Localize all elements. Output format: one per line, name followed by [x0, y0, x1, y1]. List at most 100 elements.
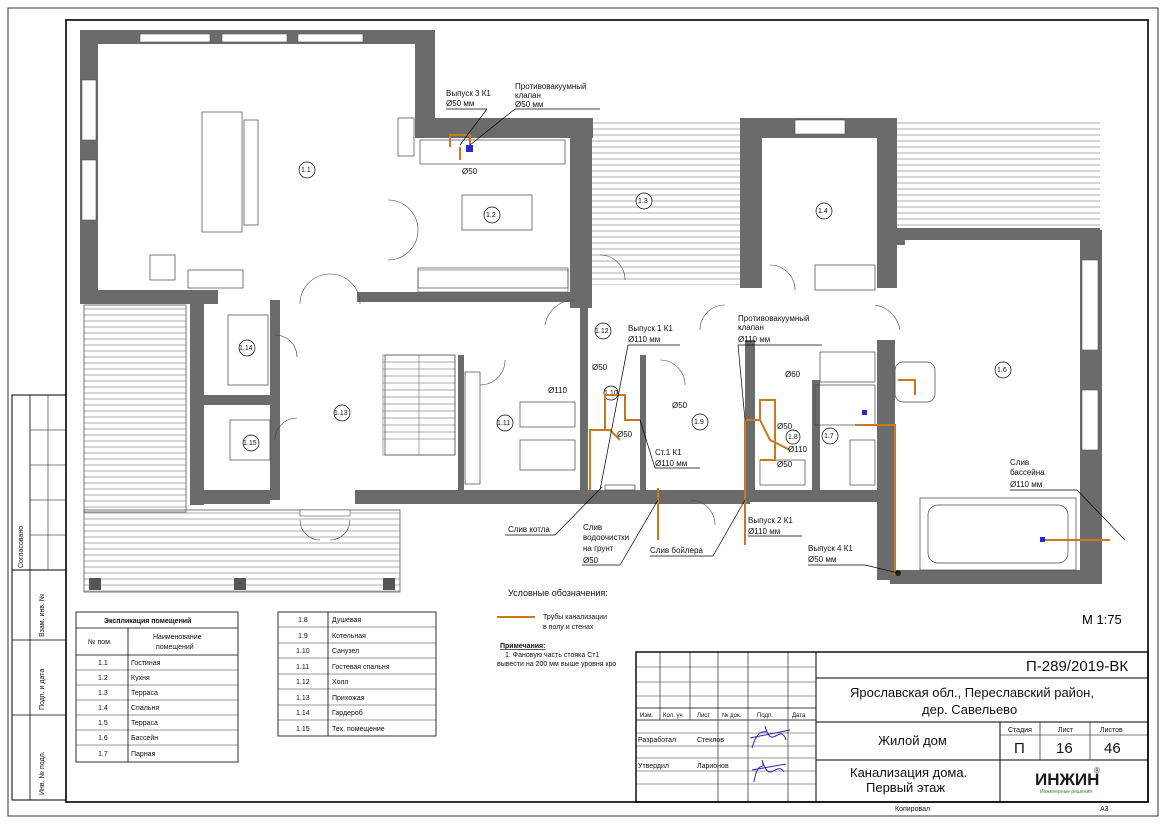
company-logo-subtitle: Инженерные решения [1040, 789, 1092, 795]
sliv-pool-line1: Слив [1010, 458, 1029, 467]
room-num: 1.15 [296, 726, 310, 733]
notes: Примечания: 1. Фановую часть стояка Ст1 … [497, 643, 616, 668]
room-num: 1.12 [296, 679, 310, 686]
room-num: 1.13 [296, 695, 310, 702]
room-name: Котельная [332, 633, 366, 640]
sliv-boiler-room: Слив котла [508, 525, 550, 534]
diam-110-a: Ø110 [548, 386, 568, 395]
tb-sheet-title-line1: Канализация дома. [850, 765, 967, 780]
tb-role-developed: Разработал [638, 736, 676, 744]
sliv-water-line2: водоочистки [583, 533, 629, 542]
windows [81, 33, 1099, 517]
room-name: Гардероб [332, 709, 363, 717]
vyp2-line1: Выпуск 2 К1 [748, 516, 793, 525]
diam-110-b: Ø110 [788, 445, 808, 454]
vyp2-line2: Ø110 мм [748, 527, 780, 536]
room-table-continued: 1.8 Душевая 1.9 Котельная 1.10 Санузел 1… [277, 611, 437, 737]
room-name: Терраса [131, 720, 158, 727]
legend-item-line2: в полу и стенах [543, 624, 594, 631]
room-name: Спальня [131, 705, 159, 712]
room-label-1-11: 1.11 [497, 420, 510, 427]
sliv-pool-line3: Ø110 мм [1010, 480, 1042, 489]
pvk2-line3: Ø110 мм [738, 335, 770, 344]
tb-sheets: 46 [1104, 740, 1121, 757]
vyp3-line2: Ø50 мм [446, 99, 474, 108]
room-label-1-10: 1.10 [604, 390, 618, 397]
sliv-boiler: Слив бойлера [650, 546, 703, 555]
walls [80, 30, 1102, 584]
terrace-post [234, 578, 246, 590]
company-logo-mark: ® [1094, 766, 1100, 775]
side-stamp: Согласовано Взам. инв. № Подп. и дата Ин… [11, 394, 67, 801]
room-num: 1.4 [98, 705, 108, 712]
room-name: Бассейн [131, 734, 158, 742]
tb-copied: Копировал [895, 806, 930, 813]
room-name: Гостевая спальня [332, 664, 390, 671]
legend-item-line1: Трубы канализации [543, 613, 607, 621]
room-name: Санузел [332, 648, 359, 655]
terrace-post [89, 578, 101, 590]
scale-label: М 1:75 [1082, 612, 1122, 627]
room-name: Холл [332, 679, 349, 686]
room-name: Гостиная [131, 660, 161, 667]
tb-h-list: Лист [697, 713, 710, 719]
room-num: 1.8 [298, 617, 308, 624]
legend: Условные обозначения: Трубы канализации … [497, 588, 608, 631]
annotations: Выпуск 3 К1 Ø50 мм Противовакуумный клап… [446, 82, 1045, 565]
vyp4-line2: Ø50 мм [808, 555, 836, 564]
side-agreed-label: Согласовано [18, 526, 25, 568]
diam-60-a: Ø60 [785, 370, 801, 379]
room-num: 1.5 [98, 720, 108, 727]
notes-title: Примечания: [500, 643, 545, 650]
room-table-col-name-1: Наименование [153, 634, 202, 641]
room-label-1-1: 1.1 [301, 167, 311, 174]
sewer-pipes [449, 134, 1110, 575]
room-label-1-9: 1.9 [694, 419, 704, 426]
room-name: Душевая [332, 617, 361, 624]
tb-stage-header: Стадия [1008, 727, 1032, 734]
tb-sheet: 16 [1056, 740, 1073, 757]
room-name: Парная [131, 751, 156, 758]
side-replace-label: Взам. инв. № [39, 594, 46, 637]
tb-h-kol: Кол. уч [663, 713, 683, 719]
vyp3-line1: Выпуск 3 К1 [446, 89, 491, 98]
room-num: 1.11 [296, 664, 309, 671]
room-label-1-3: 1.3 [638, 198, 648, 205]
tb-stage: П [1014, 740, 1025, 757]
room-num: 1.2 [98, 675, 108, 682]
pvk1-line2: клапан [515, 91, 541, 100]
tb-name-developed: Стеклов [697, 737, 724, 744]
diam-50-b: Ø50 [672, 401, 688, 410]
tb-h-podp: Подп. [757, 713, 773, 719]
tb-h-ndok: № док. [722, 712, 742, 719]
room-num: 1.7 [98, 751, 108, 758]
tb-sheet-header: Лист [1058, 727, 1074, 734]
pvk1-line1: Противовакуумный [515, 82, 586, 91]
room-table-title: Экспликация помещений [104, 617, 191, 625]
side-inv-label: Инв. № подл. [39, 751, 46, 795]
room-table-col-num: № пом. [88, 639, 112, 646]
pvk2-line2: клапан [738, 323, 764, 332]
vyp1-line1: Выпуск 1 К1 [628, 324, 673, 333]
leader-lines [446, 108, 1126, 574]
sliv-water-line3: на грунт [583, 544, 614, 553]
room-table-col-name-2: помещений [156, 643, 194, 651]
room-num: 1.6 [98, 735, 108, 742]
room-label-1-6: 1.6 [997, 367, 1007, 374]
room-label-1-8: 1.8 [788, 434, 798, 441]
room-name: Кухня [131, 675, 150, 682]
room-markers: 1.1 1.2 1.3 1.4 1.6 1.7 1.8 1.9 1.10 1.1… [238, 161, 1012, 452]
side-sign-date-label: Подп. и дата [39, 669, 46, 710]
furniture [149, 111, 1077, 571]
room-num: 1.3 [98, 690, 108, 697]
kitchen-diameter: Ø50 [462, 167, 478, 176]
terrace-1-5 [83, 304, 187, 513]
tb-sheets-header: Листов [1100, 727, 1123, 734]
room-num: 1.14 [296, 710, 310, 717]
terrace-1-3 [588, 120, 740, 285]
tb-format: А3 [1100, 806, 1109, 813]
tb-project-code: П-289/2019-ВК [1026, 658, 1128, 675]
title-block: Изм. Кол. уч Лист № док. Подп. Дата Разр… [635, 651, 1149, 813]
vyp4-line1: Выпуск 4 К1 [808, 544, 853, 553]
